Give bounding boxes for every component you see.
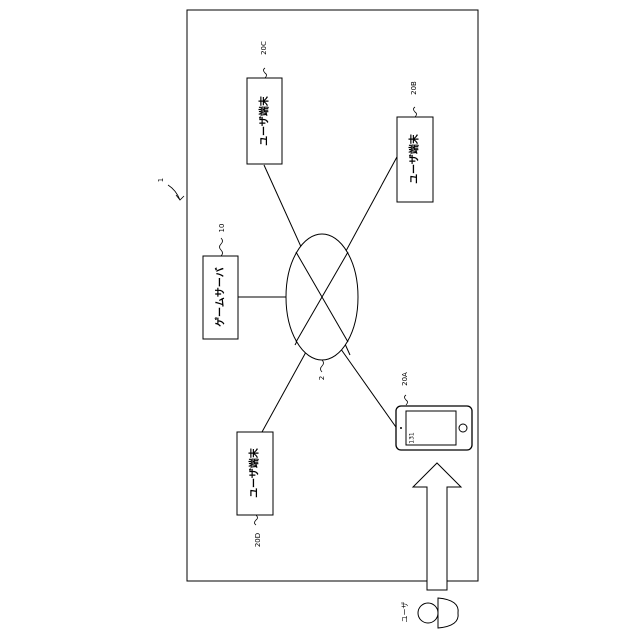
network-ref-label: 2 <box>318 376 326 380</box>
user-terminal-20c-ref-leader <box>264 68 267 78</box>
game-server-ref-leader <box>220 238 223 256</box>
link-20a <box>338 345 398 430</box>
user-terminal-20b: ユーザ端末 20B <box>397 81 433 202</box>
user-terminal-20d-label: ユーザ端末 <box>248 447 261 498</box>
user-terminal-20a: 131 20A <box>396 372 472 450</box>
game-server-label: ゲームサーバ <box>214 267 227 327</box>
network-ref-leader <box>321 360 324 372</box>
link-20d <box>262 352 306 432</box>
game-server-ref: 10 <box>218 224 226 233</box>
user-terminal-20a-ref: 20A <box>401 372 409 386</box>
user-terminal-20d: ユーザ端末 20D <box>237 432 273 547</box>
user-figure: ユーザ <box>401 598 458 628</box>
user-head <box>418 603 438 623</box>
user-body <box>438 598 458 628</box>
smartphone-screen-ref: 131 <box>409 432 416 444</box>
user-terminal-20b-ref-leader <box>414 107 417 117</box>
user-terminal-20b-label: ユーザ端末 <box>408 133 421 184</box>
game-server: ゲームサーバ 10 <box>203 224 238 339</box>
user-terminal-20d-ref: 20D <box>254 533 262 547</box>
user-terminal-20c: ユーザ端末 20C <box>247 41 282 164</box>
user-terminal-20a-ref-leader <box>405 395 408 405</box>
operation-arrow <box>413 463 461 590</box>
system-ref-leader <box>168 185 184 200</box>
system-ref: 1 <box>157 178 184 200</box>
network-ref: 2 <box>318 360 326 380</box>
user-terminal-20b-ref: 20B <box>410 81 418 95</box>
user-terminal-20c-ref: 20C <box>260 41 268 55</box>
user-terminal-20c-label: ユーザ端末 <box>258 95 271 146</box>
user-label: ユーザ <box>401 602 409 623</box>
smartphone-camera <box>400 427 402 429</box>
user-terminal-20d-ref-leader <box>255 515 258 525</box>
system-ref-label: 1 <box>157 178 165 182</box>
